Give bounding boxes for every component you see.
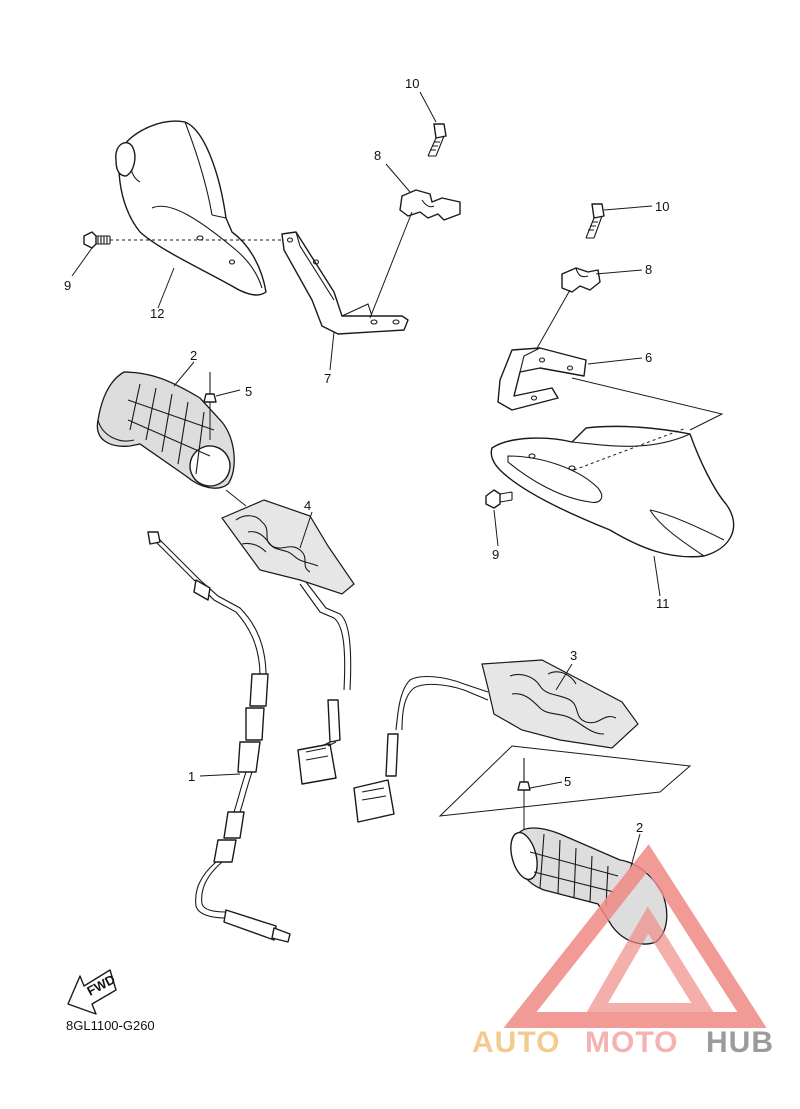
right-grip-2 xyxy=(510,827,668,945)
left-hand-guard-12 xyxy=(115,120,267,296)
label-3: 3 xyxy=(570,648,577,663)
label-9-left: 9 xyxy=(64,278,71,293)
screw-9-left xyxy=(83,231,111,249)
watermark-auto: AUTO xyxy=(472,1026,560,1059)
drawing-code: 8GL1100-G260 xyxy=(66,1018,155,1033)
label-7: 7 xyxy=(324,371,331,386)
label-10-left: 10 xyxy=(405,76,419,91)
right-bracket-6 xyxy=(497,347,587,411)
right-hand-guard-11 xyxy=(490,425,735,558)
clamp-8-left xyxy=(399,189,461,221)
label-4: 4 xyxy=(304,498,311,513)
label-2-right: 2 xyxy=(636,820,643,835)
label-5-left: 5 xyxy=(245,384,252,399)
assembly-line xyxy=(571,377,724,431)
label-8-left: 8 xyxy=(374,148,381,163)
throttle-cable-1 xyxy=(147,531,291,943)
right-grip-heater-3 xyxy=(481,659,639,749)
label-6: 6 xyxy=(645,350,652,365)
automotohub-watermark: AUTO MOTO HUB xyxy=(472,844,774,1059)
pin-5-right xyxy=(517,758,531,830)
label-9-right: 9 xyxy=(492,547,499,562)
screw-9-right xyxy=(485,489,513,509)
label-5-right: 5 xyxy=(564,774,571,789)
clamp-8-right xyxy=(561,267,601,293)
pin-5-left xyxy=(203,372,217,440)
label-10-right: 10 xyxy=(655,199,669,214)
bolt-10-left xyxy=(427,123,447,157)
label-8-right: 8 xyxy=(645,262,652,277)
watermark-triangle xyxy=(503,844,767,1028)
part-labels: 10 8 10 8 6 9 12 7 2 5 4 9 11 3 5 2 1 xyxy=(64,76,670,835)
assembly-line xyxy=(438,745,692,817)
assembly-line xyxy=(535,289,571,351)
label-12: 12 xyxy=(150,306,164,321)
watermark-hub: HUB xyxy=(706,1026,774,1059)
left-heater-lead xyxy=(297,581,352,785)
right-heater-lead xyxy=(353,675,489,823)
label-1: 1 xyxy=(188,769,195,784)
left-grip-heater-4 xyxy=(221,489,355,595)
label-11: 11 xyxy=(656,596,670,611)
leader-lines xyxy=(71,91,661,871)
left-grip-2 xyxy=(96,371,235,489)
label-2-left: 2 xyxy=(190,348,197,363)
watermark-moto: MOTO xyxy=(585,1026,678,1059)
assembly-line xyxy=(369,211,413,319)
bolt-10-right xyxy=(585,203,605,239)
left-bracket-7 xyxy=(281,231,409,335)
fwd-arrow: FWD xyxy=(67,969,118,1015)
